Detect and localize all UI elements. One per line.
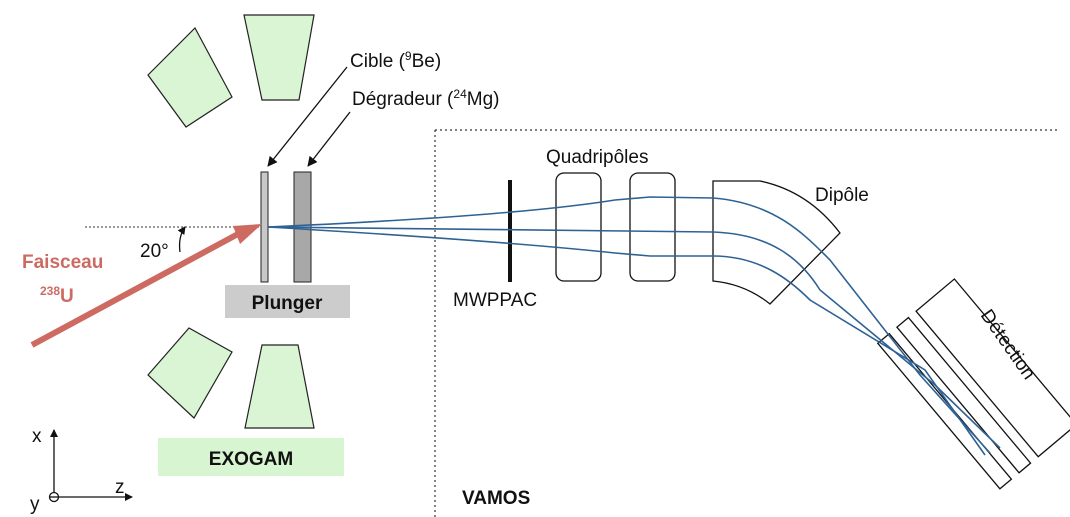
x-axis-label: x <box>32 426 42 447</box>
plunger-label-box <box>225 285 350 318</box>
beam-arrow <box>30 231 240 348</box>
exogam-detector-bottom-left <box>147 327 233 419</box>
detection-chamber-1 <box>876 332 1013 490</box>
quadrupole-2 <box>629 172 676 282</box>
quadrupoles-label: Quadripôles <box>546 147 648 168</box>
beam-arrow-head <box>233 224 262 244</box>
z-axis-label: z <box>115 477 125 498</box>
target-foil <box>260 171 269 283</box>
mwppac-label: MWPPAC <box>453 290 537 311</box>
target-label: Cible (9Be) <box>350 49 441 72</box>
detection-chamber-3 <box>915 278 1070 458</box>
dipole-label: Dipôle <box>815 185 869 206</box>
degrader-callout-arrow <box>307 111 351 167</box>
exogam-label: EXOGAM <box>209 449 293 470</box>
exogam-detector-top <box>243 14 315 101</box>
trajectory-upper <box>267 196 991 454</box>
dipole-magnet <box>712 180 841 305</box>
beam-species-label: 238U <box>40 284 74 307</box>
angle-arc <box>177 226 186 253</box>
exogam-detector-bottom <box>244 344 315 429</box>
exogam-detector-top-left <box>147 27 233 128</box>
target-callout-arrow <box>267 66 348 167</box>
trajectory-lower <box>267 226 986 456</box>
detection-label: Détection <box>976 306 1039 384</box>
beam-label: Faisceau <box>22 252 103 273</box>
plunger-label: Plunger <box>252 293 323 314</box>
quadrupole-1 <box>555 172 602 282</box>
detection-chamber-2 <box>896 316 1032 474</box>
y-axis-label: y <box>30 494 40 515</box>
angle-label: 20° <box>140 241 169 262</box>
trajectory-middle <box>267 226 1001 449</box>
detection-chambers <box>876 278 1070 490</box>
exogam-label-box <box>158 438 344 476</box>
degrader-label: Dégradeur (24Mg) <box>352 87 499 110</box>
vamos-label: VAMOS <box>462 488 530 509</box>
